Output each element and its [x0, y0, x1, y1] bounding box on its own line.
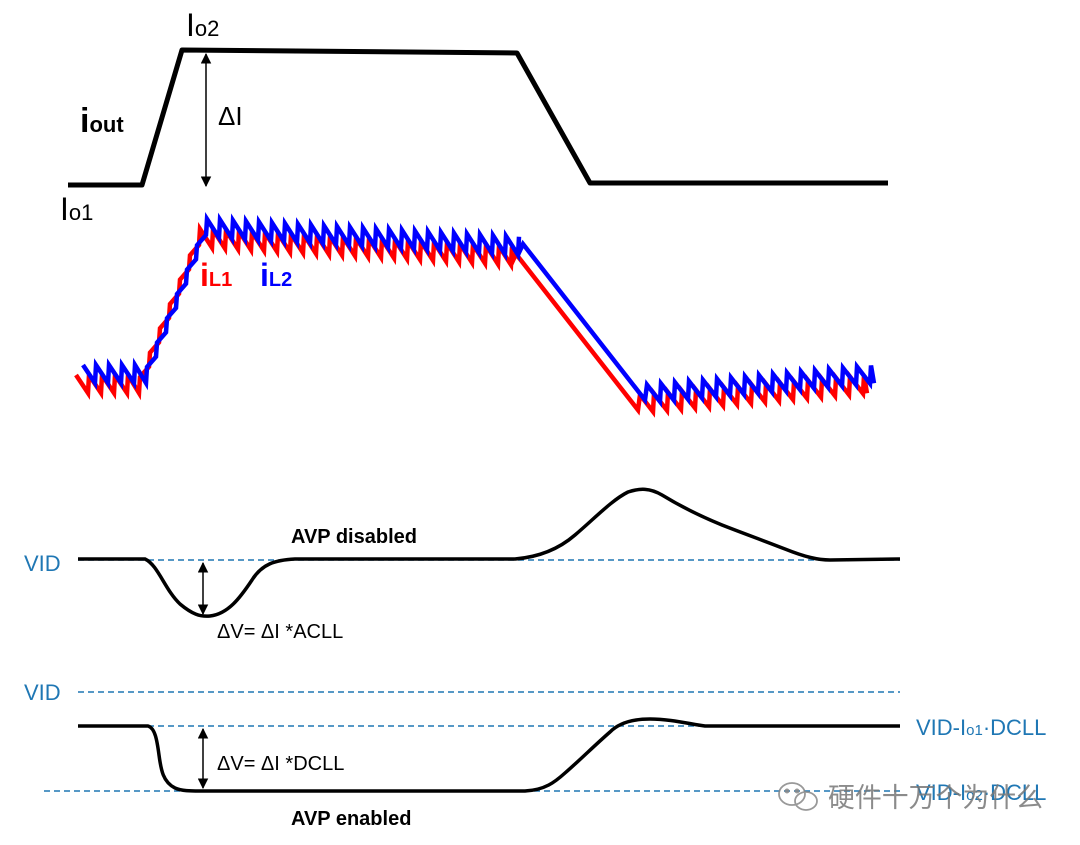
vid-label-enabled: VID	[24, 680, 61, 705]
dv-label-disabled: ΔV= ΔI *ACLL	[217, 621, 343, 643]
avp-enabled-title: AVP enabled	[291, 808, 411, 830]
inductor-section: iL1 iL2	[74, 212, 877, 418]
avp-disabled-section: VID AVP disabled ΔV= ΔI *ACLL	[24, 487, 901, 643]
avp-disabled-title: AVP disabled	[291, 526, 417, 548]
wechat-icon	[778, 782, 818, 811]
il1-label: iL1	[200, 257, 232, 293]
iout-section: ΔI Io2 iout Io1	[60, 7, 888, 227]
delta-i-label: ΔI	[218, 101, 243, 131]
vid-io2-label: VID-Io2·DCLL	[916, 780, 1046, 805]
dv-label-enabled: ΔV= ΔI *DCLL	[217, 753, 344, 775]
iout-waveform	[68, 47, 888, 188]
iout-label: iout	[80, 102, 124, 140]
io2-label: Io2	[186, 7, 219, 43]
io1-label: Io1	[60, 191, 93, 227]
vid-label-disabled: VID	[24, 551, 61, 576]
il2-waveform	[81, 212, 877, 408]
watermark: 硬件十万个为什么	[778, 782, 1043, 814]
il2-label: iL2	[260, 257, 292, 293]
vout-waveform-disabled	[78, 487, 901, 618]
avp-enabled-section: VID ΔV= ΔI *DCLL AVP enabled VID-Io1·DCL…	[24, 680, 1046, 830]
watermark-text: 硬件十万个为什么	[828, 783, 1043, 814]
vid-io1-label: VID-Io1·DCLL	[916, 715, 1046, 740]
vout-waveform-enabled	[78, 717, 900, 793]
